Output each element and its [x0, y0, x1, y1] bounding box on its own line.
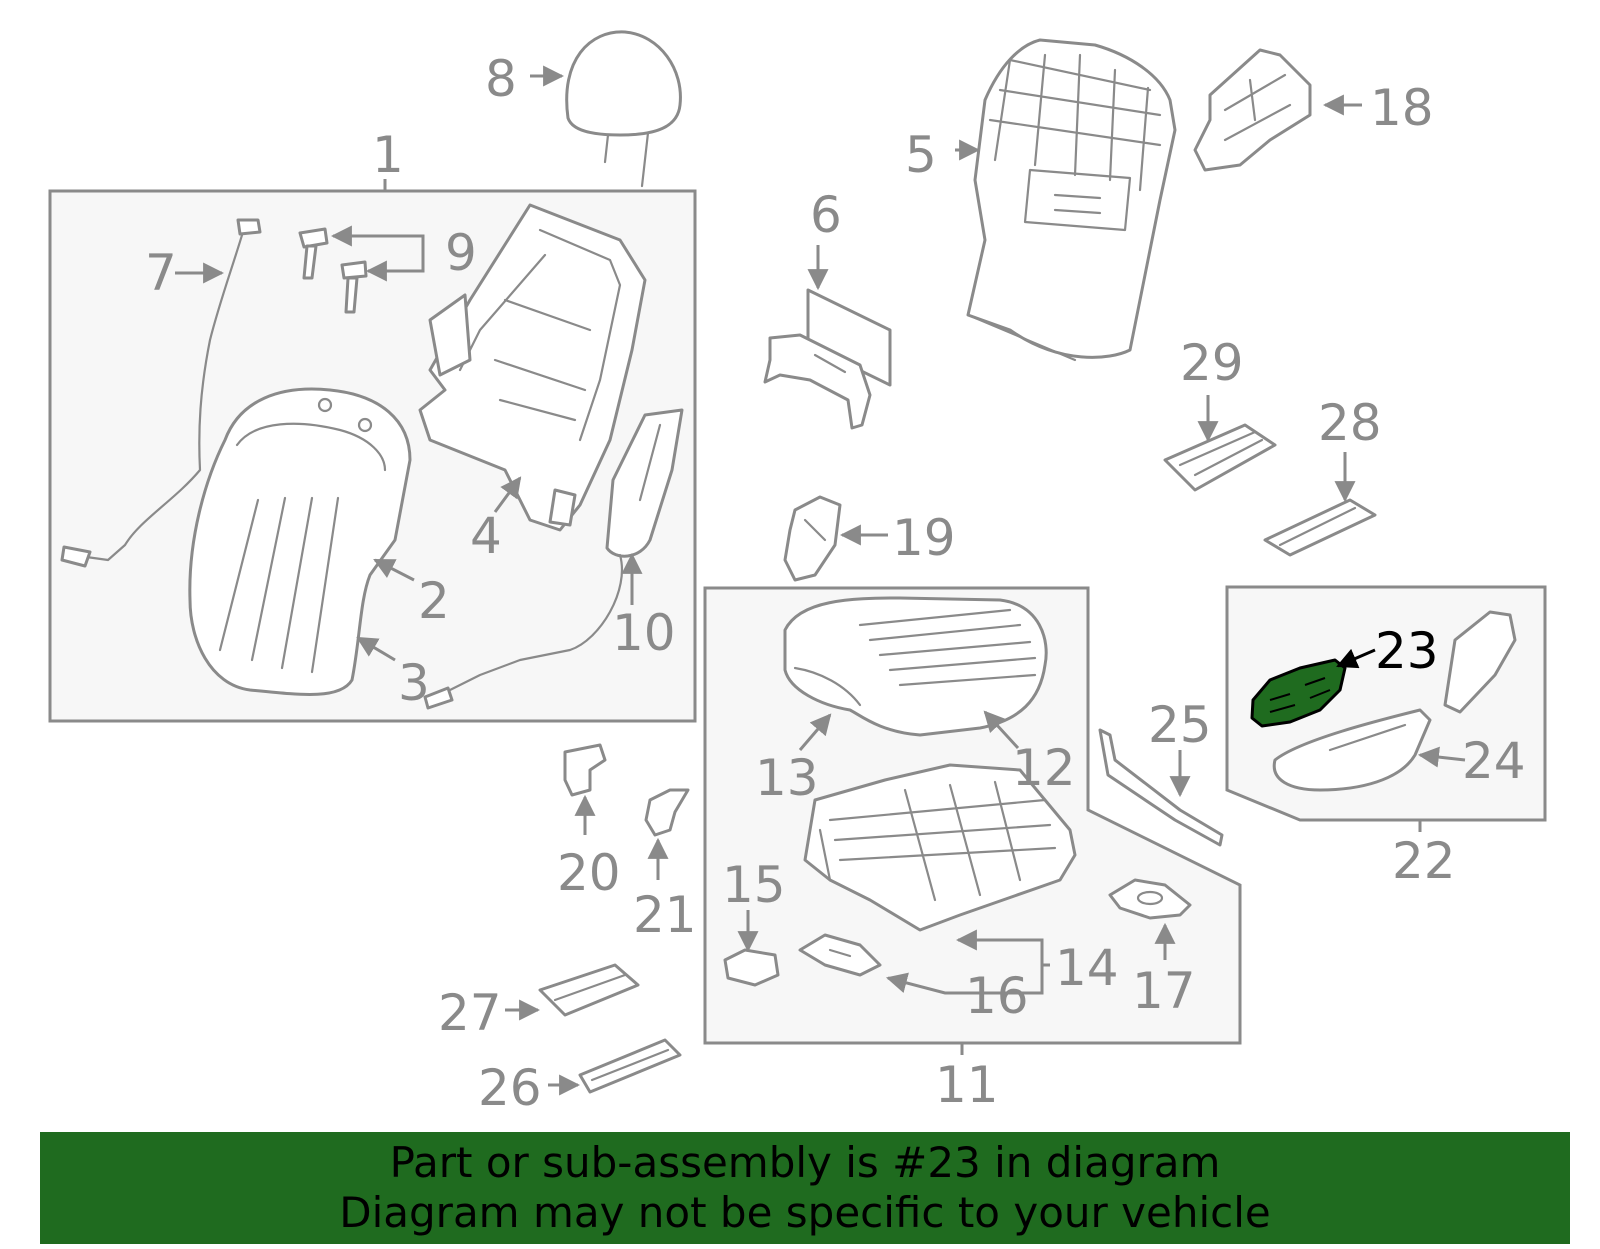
label-4: 4: [470, 507, 502, 565]
label-6: 6: [810, 186, 842, 244]
label-23: 23: [1375, 622, 1439, 680]
bracket-20: [563, 743, 607, 797]
seat-cushion-frame: [803, 763, 1077, 932]
bolts: [298, 227, 368, 314]
label-5: 5: [905, 126, 937, 184]
label-19: 19: [892, 509, 956, 567]
seat-module-bracket: [763, 288, 892, 430]
label-20: 20: [557, 844, 621, 902]
banner-line-2: Diagram may not be specific to your vehi…: [339, 1188, 1271, 1237]
label-15: 15: [722, 856, 786, 914]
seat-switch-highlighted: [1250, 658, 1347, 728]
label-9: 9: [445, 224, 477, 282]
seat-cushion: [783, 596, 1048, 737]
label-18: 18: [1370, 79, 1434, 137]
label-8: 8: [485, 50, 517, 108]
label-1: 1: [372, 126, 404, 184]
label-10: 10: [612, 604, 676, 662]
label-2: 2: [418, 572, 450, 630]
label-12: 12: [1012, 739, 1076, 797]
connector-15: [723, 948, 780, 987]
rail-cover-27: [538, 963, 640, 1017]
label-28: 28: [1318, 394, 1382, 452]
side-shield: [1272, 610, 1517, 792]
seat-back-harness: [60, 218, 262, 568]
rail-cover-29: [1163, 423, 1277, 492]
rail-cover-28: [1263, 498, 1377, 557]
cushion-plate: [1108, 878, 1192, 920]
trim-cover: [783, 495, 842, 582]
leader-lines: [175, 65, 1466, 1096]
label-7: 7: [145, 244, 177, 302]
label-11: 11: [935, 1056, 999, 1114]
seat-back-cover: [188, 387, 412, 696]
seat-back-frame: [418, 203, 647, 532]
label-29: 29: [1180, 334, 1244, 392]
label-25: 25: [1148, 696, 1212, 754]
info-banner: Part or sub-assembly is #23 in diagram D…: [40, 1132, 1570, 1244]
rail-cover-26: [578, 1038, 682, 1094]
seat-back-panel: [966, 38, 1177, 362]
label-21: 21: [633, 886, 697, 944]
label-24: 24: [1462, 732, 1526, 790]
label-27: 27: [438, 984, 502, 1042]
label-17: 17: [1132, 962, 1196, 1020]
label-16: 16: [965, 967, 1029, 1025]
bracket-21: [644, 788, 690, 837]
label-13: 13: [755, 749, 819, 807]
label-26: 26: [478, 1059, 542, 1117]
headrest: [565, 30, 682, 188]
banner-line-1: Part or sub-assembly is #23 in diagram: [389, 1138, 1221, 1187]
label-3: 3: [398, 654, 430, 712]
label-22: 22: [1392, 832, 1456, 890]
label-14: 14: [1055, 939, 1119, 997]
connector-16: [798, 933, 882, 977]
side-trim-strip: [1098, 728, 1224, 847]
track-bracket: [1193, 48, 1312, 172]
